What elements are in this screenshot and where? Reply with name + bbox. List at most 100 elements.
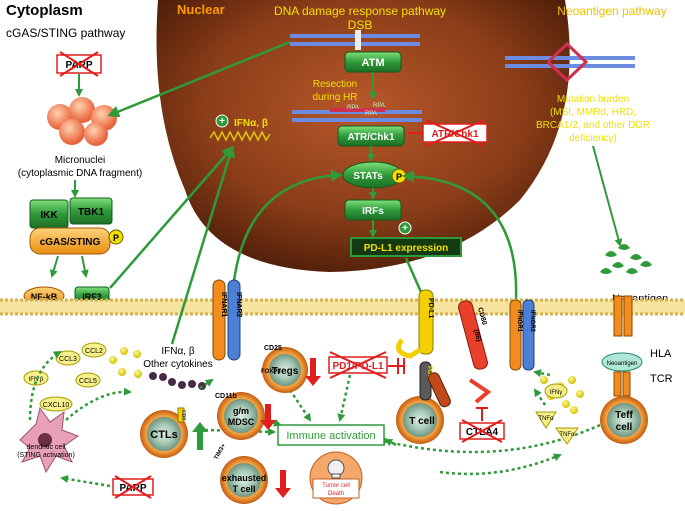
cd80-receptor xyxy=(458,300,488,370)
cgas-p-label: P xyxy=(113,233,119,243)
chemokine-ccl2 xyxy=(81,342,107,358)
pd1-pdl1-inhibitor-label: PD1/PD-L1 xyxy=(332,361,384,372)
ifng-label: IFNγ xyxy=(550,390,563,396)
cgas-phospho xyxy=(108,229,124,245)
ddr-pathway-title: DNA damage response pathway xyxy=(274,4,446,18)
tnfa-1-label: TNFα xyxy=(538,416,554,422)
pdl1-receptor-label: PD-L1 xyxy=(427,298,434,318)
ifngr2-label: IFNGR2 xyxy=(529,310,535,333)
gm-mdsc-line1: g/m xyxy=(233,406,249,416)
cd25-label: CD25 xyxy=(264,345,282,352)
atr-chk1-label: ATR/Chk1 xyxy=(347,132,394,143)
cd86-label: (86) xyxy=(472,329,482,343)
cytoplasm-title: Cytoplasm xyxy=(6,2,83,19)
ctla4-inhibitor-label: CTLA4 xyxy=(466,427,499,438)
tcr-receptor xyxy=(613,371,631,397)
cgas-sting-label: cGAS/STING xyxy=(40,237,101,248)
tnfa-2-shape xyxy=(555,427,579,445)
exhausted-down-arrow xyxy=(275,470,291,498)
ifng-bubble xyxy=(544,383,568,399)
svg-text:+: + xyxy=(219,116,225,127)
ifnar2-label: IFNAR2 xyxy=(235,292,242,317)
ifngr-to-stats-arrow xyxy=(402,170,518,301)
cell-membrane xyxy=(0,298,685,316)
cxcl10-label: CXCL10 xyxy=(43,402,70,409)
micronuclei-line2: (cytoplasmic DNA fragment) xyxy=(18,168,142,179)
neoantigen-cluster-icon xyxy=(600,244,652,274)
mdsc-down-arrow xyxy=(260,404,276,430)
pd1-receptor-label: PD1 xyxy=(426,366,432,378)
irfs-label: IRFs xyxy=(362,206,384,217)
micronuclei-line1: Micronuclei xyxy=(55,155,106,166)
tregs-down-arrow xyxy=(305,358,321,386)
ifngr1-label: IFNGR1 xyxy=(516,310,522,333)
chemokine-ifnb xyxy=(23,370,49,386)
exhausted-line1: exhausted xyxy=(222,473,267,483)
micronuclei-icon xyxy=(47,97,117,146)
rpa-label-3: RPA xyxy=(373,103,385,109)
neoantigen-pathway-title: Neoantigen pathway xyxy=(557,4,666,18)
tbk1-node xyxy=(69,197,113,225)
ccl3-label: CCL3 xyxy=(59,356,77,363)
ctla4-cross xyxy=(461,419,503,443)
teff-line1: Teff xyxy=(615,410,633,421)
teff-line2: cell xyxy=(616,422,633,433)
tcell-label: T cell xyxy=(409,416,435,427)
resection-label-2: during HR xyxy=(312,92,357,103)
ifnar1-label: IFNAR1 xyxy=(220,292,227,317)
dendritic-line1: dendritic cell xyxy=(27,444,66,451)
foxp3-label: FOXP3 xyxy=(261,369,281,375)
irf3-label: IRF3 xyxy=(82,292,102,302)
pd1-pdl1-inhibit-bar xyxy=(388,358,405,374)
tnfa-2-label: TNFα xyxy=(559,432,575,438)
tnfa-1-shape xyxy=(535,411,557,429)
pd1-pdl1-cross xyxy=(329,351,387,379)
atm-label: ATM xyxy=(361,57,384,69)
parp-top-label: PARP xyxy=(65,60,92,71)
ctls-up-arrow xyxy=(192,422,208,450)
ddr-pathway-dsb: DSB xyxy=(348,18,373,32)
gm-mdsc-line2: MDSC xyxy=(228,417,255,427)
ifnar-to-stats-arrow xyxy=(230,169,343,301)
nuclear-title: Nuclear xyxy=(177,2,225,17)
parp-top-cross xyxy=(59,51,99,77)
mutation-burden-line1: Mutation burden xyxy=(557,94,629,105)
dna-strand-resection xyxy=(292,108,422,122)
chemokine-ccl5 xyxy=(75,372,101,388)
immune-activation-label: Immune activation xyxy=(286,430,375,442)
tcr-label: TCR xyxy=(650,373,673,385)
ifn-other-line1: IFNα, β xyxy=(161,346,194,357)
ifnar1-receptor xyxy=(212,279,226,361)
ifnar2-receptor xyxy=(227,279,241,361)
chemokine-cxcl10 xyxy=(39,396,73,412)
exhausted-line2: T cell xyxy=(232,484,255,494)
atr-chk1-inhibit-cross xyxy=(425,119,485,147)
pdl1-expression-label: PD-L1 expression xyxy=(364,243,448,254)
cd80-bracket xyxy=(468,378,492,404)
ifn-signal-wave xyxy=(209,130,271,142)
pdl1-bracket xyxy=(395,338,422,359)
rpa-label-1: RPA xyxy=(347,105,359,111)
parp-bottom-label: PARP xyxy=(119,483,146,494)
cgas-pathway-title: cGAS/STING pathway xyxy=(6,26,125,40)
tregs-label: Tregs xyxy=(272,366,299,377)
mutation-burden-line2: (MSI, MMRd, HRD, xyxy=(550,107,636,118)
ikk-label: IKK xyxy=(40,210,58,221)
cd11b-label: CD11b xyxy=(215,393,237,400)
parp-bottom-cross xyxy=(114,475,152,499)
stats-label: STATs xyxy=(353,171,383,182)
dna-strand-dsb xyxy=(290,30,420,50)
ctla4-receptor xyxy=(428,372,451,408)
tumor-death-line2: Death xyxy=(328,491,344,497)
pdl1-expression-box xyxy=(350,237,462,257)
rpa-label-2: RPA xyxy=(365,111,377,117)
hla-receptor xyxy=(613,295,633,337)
ifngr2-receptor xyxy=(522,299,535,371)
mutation-burden-line4: deficiency) xyxy=(569,133,617,144)
plus-icon-nucleus xyxy=(398,221,412,235)
ccl2-label: CCL2 xyxy=(85,348,103,355)
tbk1-label: TBK1 xyxy=(78,207,105,218)
plus-icon-ifn xyxy=(215,114,229,128)
